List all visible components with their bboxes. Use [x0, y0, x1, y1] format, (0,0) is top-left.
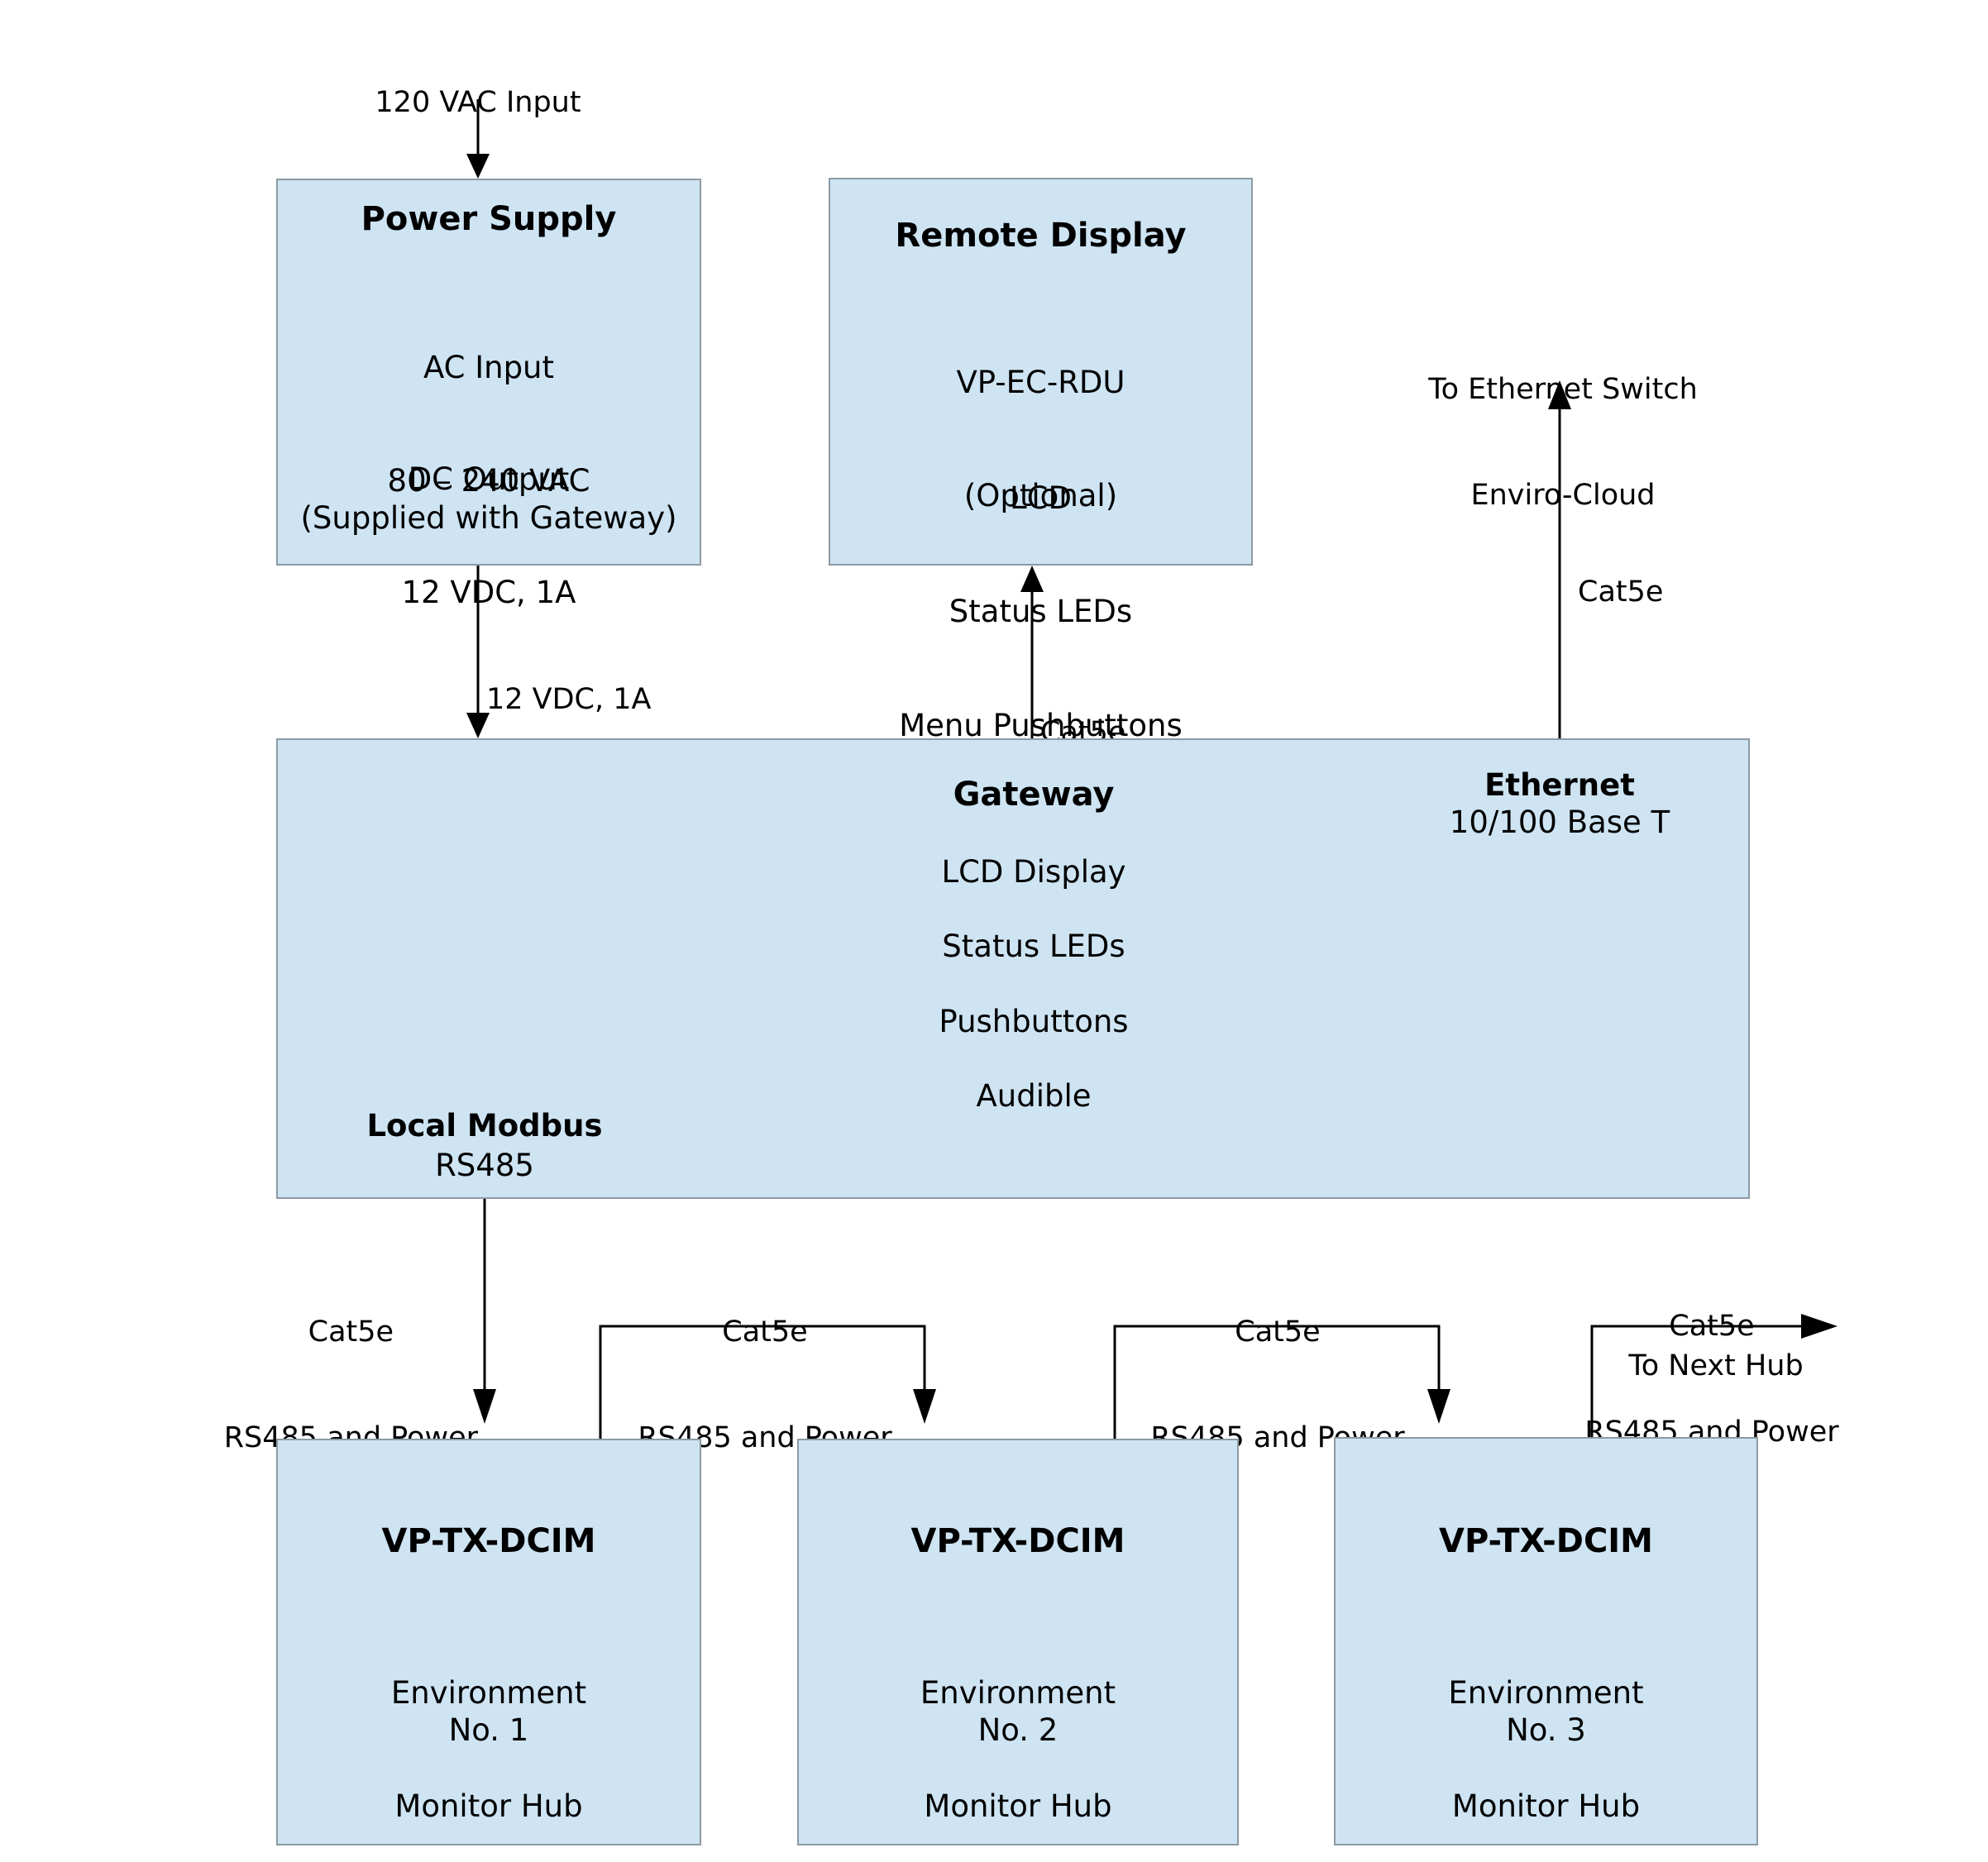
- hub3-title: VP-TX-DCIM: [1438, 1522, 1653, 1560]
- label-ethernet-destination-line1: To Ethernet Switch: [1428, 373, 1698, 407]
- hub2-line2: Monitor Hub: [924, 1788, 1112, 1825]
- gateway-port-local-modbus-sub: RS485: [435, 1148, 534, 1183]
- hub2-description: Environment Monitor Hub: [797, 1598, 1239, 1862]
- hub1-title: VP-TX-DCIM: [381, 1522, 596, 1560]
- power-supply-line3: DC Output: [408, 461, 570, 497]
- label-ethernet-cable-text: Cat5e: [1578, 575, 1664, 609]
- remote-display-line5: Menu Pushbuttons: [899, 708, 1183, 743]
- label-ethernet-destination-line2: Enviro-Cloud: [1470, 479, 1656, 513]
- gateway-port-local-modbus: Local Modbus: [366, 1108, 603, 1143]
- remote-display-features: LCD Status LEDs Menu Pushbuttons: [829, 403, 1253, 821]
- gateway-box: [276, 738, 1750, 1199]
- gateway-feature-lcd: LCD Display: [941, 854, 1126, 890]
- hub3-line2: Monitor Hub: [1451, 1788, 1641, 1825]
- power-supply-line2: 80 – 240 VAC: [387, 463, 590, 499]
- remote-display-line1: VP-EC-RDU: [956, 364, 1125, 400]
- hub1-box: [276, 1439, 701, 1845]
- power-supply-note: (Supplied with Gateway): [300, 500, 677, 536]
- remote-display-model: VP-EC-RDU (Optional): [829, 288, 1253, 591]
- power-supply-body: AC Input 80 – 240 VAC: [276, 273, 701, 576]
- hub1-number: No. 1: [448, 1712, 529, 1748]
- hub3-box: [1334, 1437, 1758, 1845]
- remote-display-line4: Status LEDs: [949, 594, 1133, 630]
- hub3-line1: Environment: [1448, 1674, 1644, 1711]
- label-dc-output-line1: 12 VDC, 1A: [486, 683, 652, 717]
- gateway-port-ethernet: Ethernet: [1484, 767, 1635, 803]
- gateway-feature-audible: Audible: [976, 1078, 1092, 1114]
- label-ac-input-line1: 120 VAC Input: [375, 86, 581, 120]
- power-supply-line1: AC Input: [423, 349, 555, 385]
- remote-display-line3: LCD: [1010, 480, 1072, 516]
- power-supply-line4: 12 VDC, 1A: [401, 575, 576, 611]
- hub1-line2: Monitor Hub: [394, 1788, 583, 1825]
- label-next-hub-line1: Cat5e: [1669, 1310, 1755, 1344]
- hub2-line1: Environment: [920, 1674, 1116, 1711]
- power-supply-title: Power Supply: [361, 200, 617, 238]
- hub2-number: No. 2: [977, 1712, 1059, 1748]
- remote-display-line2: (Optional): [963, 478, 1118, 514]
- hub3-number: No. 3: [1506, 1712, 1586, 1748]
- hub3-description: Environment Monitor Hub: [1334, 1598, 1758, 1862]
- remote-display-box: [829, 178, 1253, 566]
- label-hub2-link-line1: Cat5e: [722, 1315, 808, 1349]
- label-hub3-link-line1: Cat5e: [1235, 1315, 1321, 1349]
- label-hub1-link-line1: Cat5e: [308, 1315, 394, 1349]
- gateway-feature-leds: Status LEDs: [942, 929, 1125, 964]
- hub1-line1: Environment: [390, 1674, 587, 1711]
- remote-display-title: Remote Display: [895, 217, 1187, 255]
- label-ethernet-cable: Cat5e: [1578, 504, 1663, 680]
- hub2-box: [797, 1439, 1239, 1845]
- hub2-title: VP-TX-DCIM: [910, 1522, 1125, 1560]
- label-ethernet-destination: To Ethernet Switch Enviro-Cloud: [1428, 302, 1698, 585]
- power-supply-output: DC Output 12 VDC, 1A: [276, 384, 701, 688]
- gateway-feature-pushbuttons: Pushbuttons: [939, 1004, 1129, 1039]
- hub1-description: Environment Monitor Hub: [276, 1598, 701, 1862]
- power-supply-box: [276, 179, 701, 566]
- label-next-hub-destination: To Next Hub: [1628, 1349, 1804, 1382]
- gateway-title: Gateway: [953, 776, 1115, 814]
- gateway-port-ethernet-sub: 10/100 Base T: [1449, 804, 1670, 840]
